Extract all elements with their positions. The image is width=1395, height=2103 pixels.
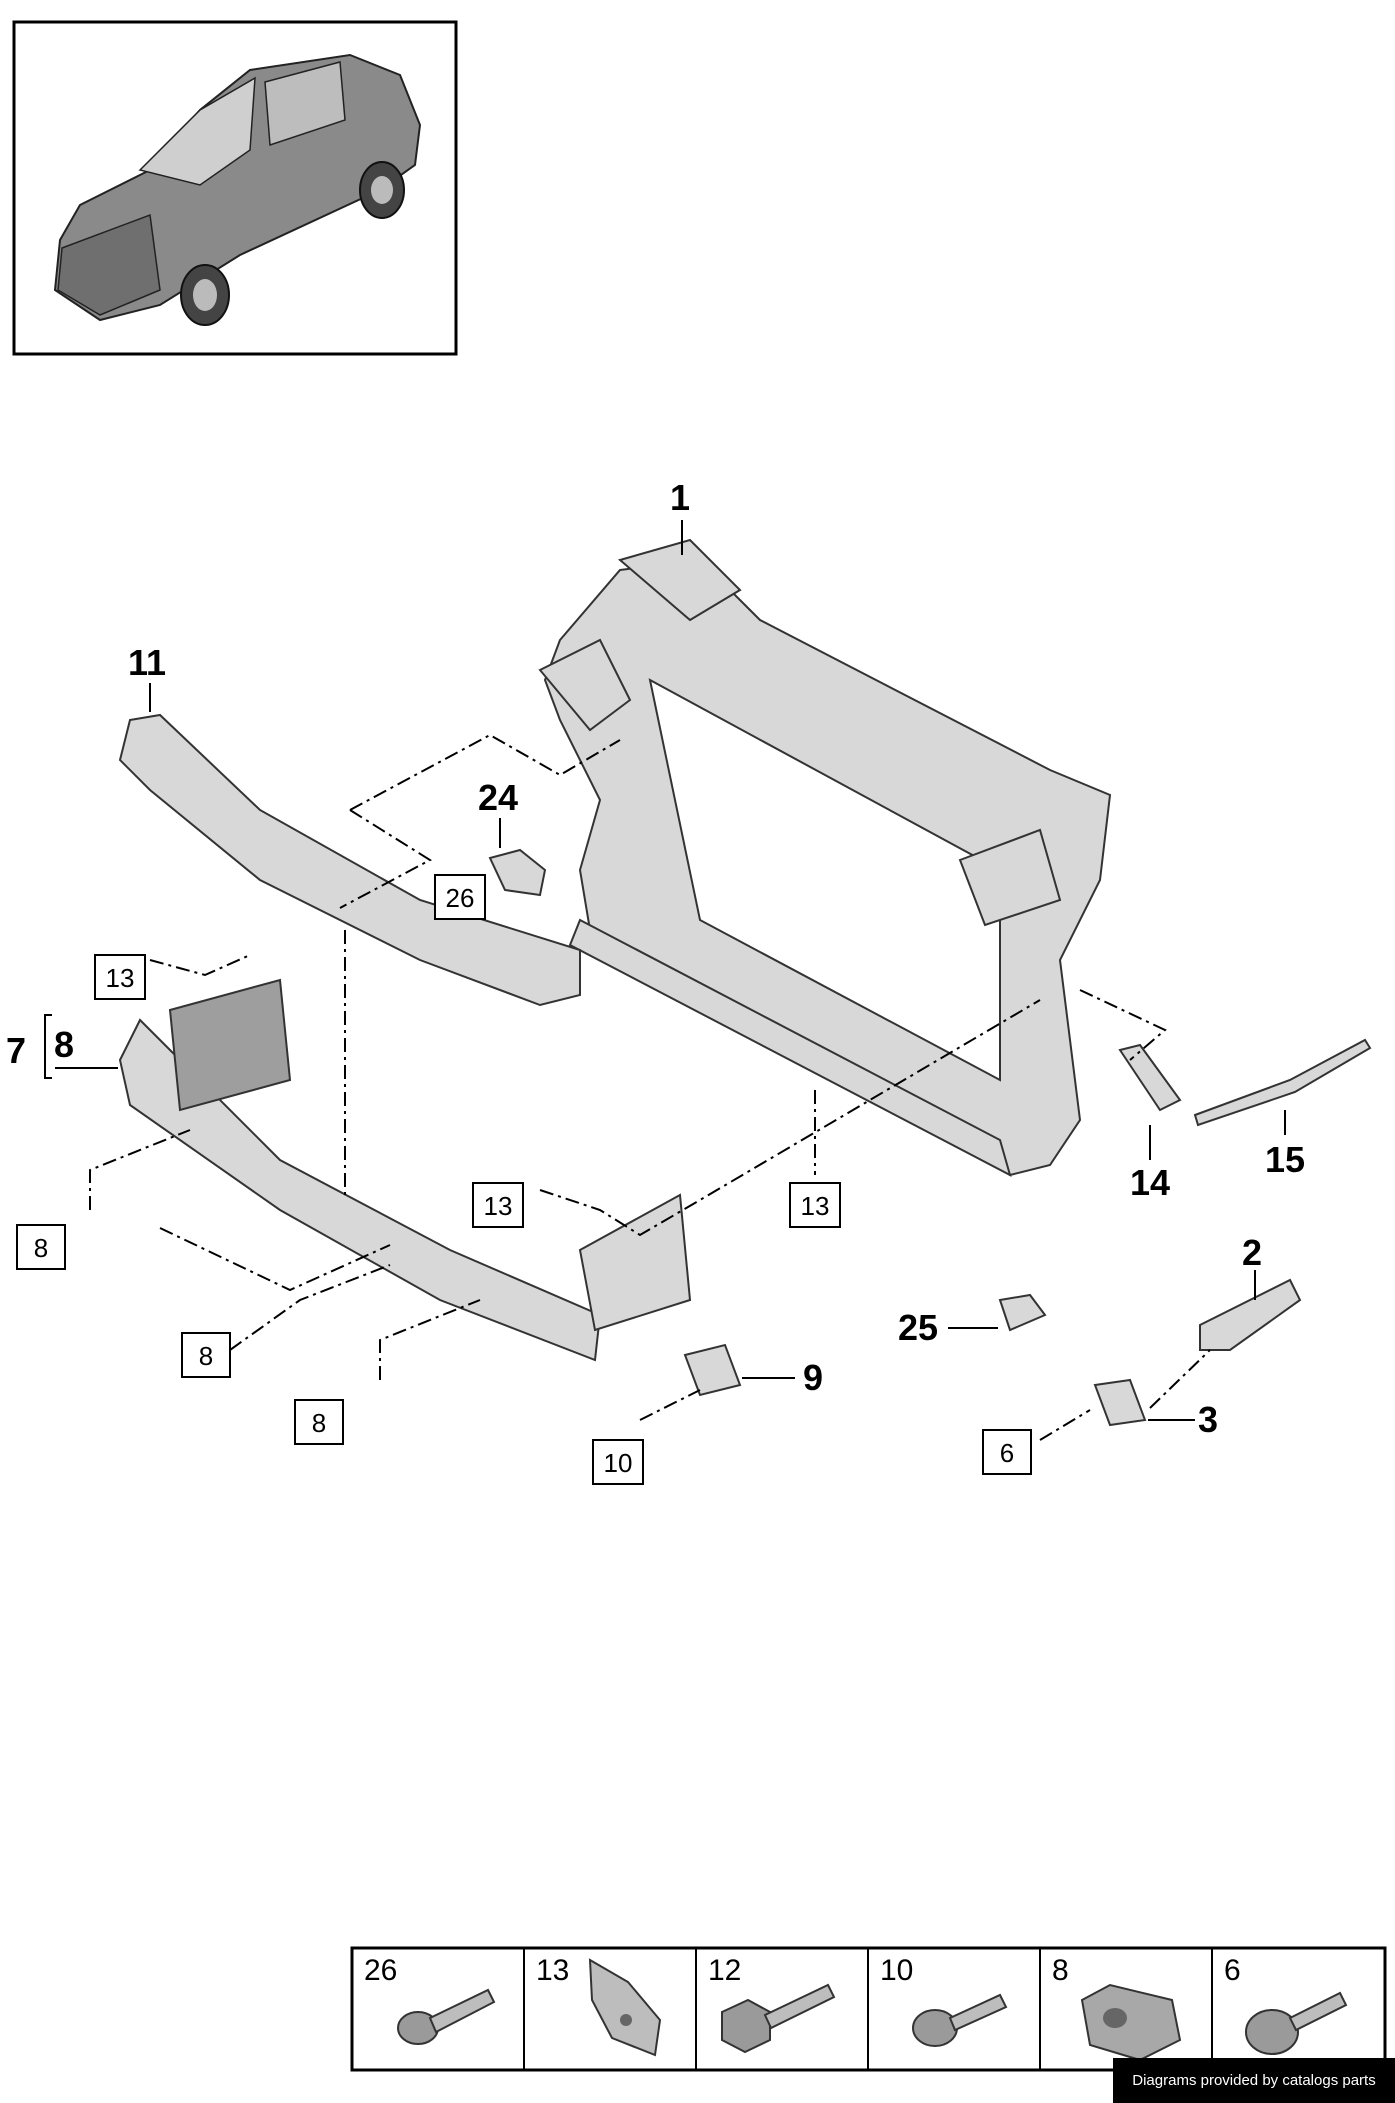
fastener-label-10: 10 [880, 1954, 913, 1987]
fastener-label-6: 6 [1224, 1954, 1241, 1987]
callout-8-bracketed: 8 [54, 1024, 74, 1065]
group-bracket [44, 1014, 52, 1079]
boxed-ref-10: 10 [592, 1439, 644, 1485]
boxed-ref-6: 6 [982, 1429, 1032, 1475]
clip-nut-icon [588, 1958, 662, 2057]
fastener-label-8: 8 [1052, 1954, 1069, 1987]
part-11-absorber [118, 713, 581, 1007]
callout-3: 3 [1198, 1399, 1218, 1440]
bolt-icon [397, 1988, 496, 2045]
callout-1: 1 [670, 477, 690, 518]
svg-text:6: 6 [1000, 1438, 1014, 1468]
callout-7: 7 [6, 1030, 26, 1071]
boxed-ref-8c: 8 [294, 1399, 344, 1445]
vehicle-thumbnail [12, 20, 458, 356]
part-14-hook [1118, 1043, 1182, 1112]
fastener-label-13: 13 [536, 1954, 569, 1987]
fastener-label-12: 12 [708, 1954, 741, 1987]
credit-text: Diagrams provided by catalogs parts [1132, 2072, 1376, 2089]
callout-14: 14 [1130, 1162, 1170, 1203]
part-7-bumper-carrier [118, 978, 692, 1362]
leader-lines [55, 520, 1286, 1441]
callout-11: 11 [128, 642, 166, 683]
collar-nut-icon [1080, 1983, 1182, 2062]
callout-25: 25 [898, 1307, 938, 1348]
callout-2: 2 [1242, 1232, 1262, 1273]
torx-bolt-icon [1245, 1991, 1348, 2055]
part-24-bracket [488, 848, 547, 897]
boxed-ref-26: 26 [434, 874, 486, 920]
boxed-ref-13: 13 13 [789, 1182, 841, 1228]
svg-text:13: 13 [484, 1191, 513, 1221]
svg-text:13: 13 [106, 963, 135, 993]
part-3-bracket [1093, 1378, 1147, 1427]
credit-banner: Diagrams provided by catalogs parts [1113, 2058, 1395, 2103]
fastener-label-26: 26 [364, 1954, 397, 1987]
callout-9: 9 [803, 1357, 823, 1398]
boxed-ref-12b: 13 [472, 1182, 524, 1228]
svg-text:8: 8 [199, 1341, 213, 1371]
boxed-ref-8b: 8 [181, 1332, 231, 1378]
boxed-ref-8a: 8 [16, 1224, 66, 1270]
part-15-cable [1193, 1038, 1372, 1127]
svg-text:10: 10 [604, 1448, 633, 1478]
callout-15: 15 [1265, 1139, 1305, 1180]
flange-bolt-icon [912, 1993, 1008, 2047]
svg-text:8: 8 [312, 1408, 326, 1438]
boxed-ref-12a: 13 [94, 954, 146, 1000]
part-1-front-end-carrier [538, 538, 1112, 1177]
part-2-deflector [1199, 1278, 1302, 1351]
svg-text:8: 8 [34, 1233, 48, 1263]
part-9-guide [683, 1343, 742, 1397]
fastener-table: 26 13 12 10 8 6 [350, 1946, 1387, 2072]
part-25-clip [998, 1293, 1047, 1332]
svg-text:26: 26 [446, 883, 475, 913]
callout-24: 24 [478, 777, 518, 818]
hex-bolt-icon [721, 1983, 836, 2054]
